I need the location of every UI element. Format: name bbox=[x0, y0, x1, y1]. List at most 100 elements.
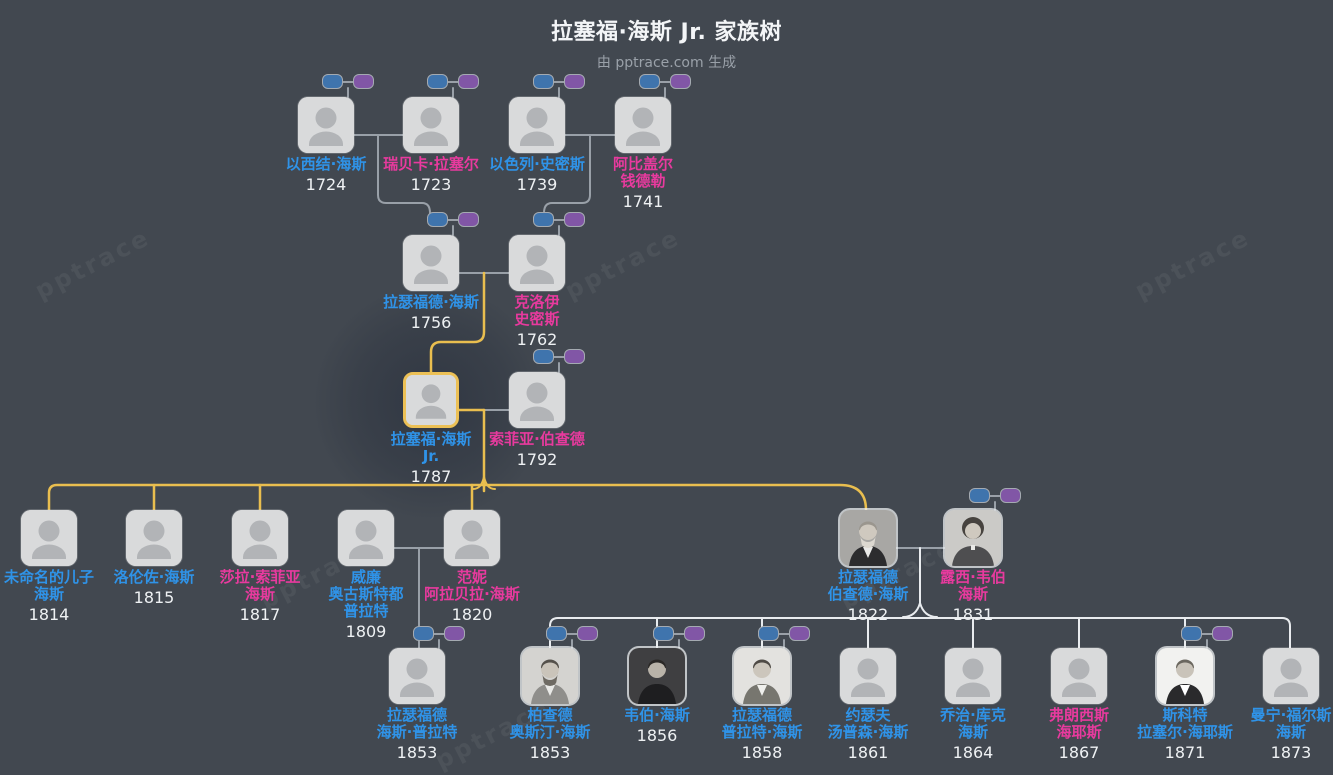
female-pill-icon[interactable] bbox=[444, 626, 465, 641]
male-pill-icon[interactable] bbox=[653, 626, 674, 641]
person-birth-year: 1853 bbox=[396, 743, 438, 762]
female-pill-icon[interactable] bbox=[1000, 488, 1021, 503]
collapsed-parents-pills-sophia-birchard bbox=[533, 349, 585, 365]
person-card-sarah-sophia-hayes[interactable] bbox=[232, 510, 288, 566]
male-pill-icon[interactable] bbox=[322, 74, 343, 89]
person-name-line: 未命名的儿子 bbox=[3, 568, 94, 586]
person-name-line: 以西结·海斯 bbox=[285, 155, 367, 173]
male-pill-icon[interactable] bbox=[639, 74, 660, 89]
person-name-line: 伯查德·海斯 bbox=[827, 585, 909, 603]
person-silhouette-icon bbox=[403, 235, 459, 291]
person-name-line: 韦伯·海斯 bbox=[624, 706, 690, 724]
person-card-ezekiel-hayes[interactable] bbox=[298, 97, 354, 153]
person-card-william-augustus-platt[interactable] bbox=[338, 510, 394, 566]
person-name-line: 露西·韦伯 bbox=[940, 568, 1006, 586]
person-silhouette-icon bbox=[1263, 648, 1319, 704]
person-card-fanny-arabella-hayes[interactable] bbox=[444, 510, 500, 566]
person-name-line: 拉瑟福德 bbox=[837, 568, 898, 586]
person-name-line: 海斯 bbox=[1275, 723, 1306, 741]
male-pill-icon[interactable] bbox=[413, 626, 434, 641]
person-name-line: 普拉特 bbox=[343, 602, 389, 620]
female-pill-icon[interactable] bbox=[564, 74, 585, 89]
person-card-scott-russell-hayes[interactable] bbox=[1157, 648, 1213, 704]
male-pill-icon[interactable] bbox=[533, 349, 554, 364]
person-name-line: 范妮 bbox=[456, 568, 487, 586]
female-pill-icon[interactable] bbox=[564, 349, 585, 364]
female-pill-icon[interactable] bbox=[353, 74, 374, 89]
person-card-rutherford-hayes-platt[interactable] bbox=[389, 648, 445, 704]
female-pill-icon[interactable] bbox=[1212, 626, 1233, 641]
male-pill-icon[interactable] bbox=[427, 74, 448, 89]
person-birth-year: 1856 bbox=[636, 726, 678, 745]
person-card-chloe-smith[interactable] bbox=[509, 235, 565, 291]
collapsed-parents-pills-rutherford-platt-hayes bbox=[758, 626, 810, 642]
female-pill-icon[interactable] bbox=[564, 212, 585, 227]
person-card-frances-hayes[interactable] bbox=[1051, 648, 1107, 704]
person-silhouette-icon bbox=[232, 510, 288, 566]
person-card-rutherford-b-hayes[interactable] bbox=[840, 510, 896, 566]
person-name-line: Jr. bbox=[422, 447, 440, 465]
male-pill-icon[interactable] bbox=[427, 212, 448, 227]
male-pill-icon[interactable] bbox=[969, 488, 990, 503]
male-pill-icon[interactable] bbox=[1181, 626, 1202, 641]
male-pill-icon[interactable] bbox=[533, 74, 554, 89]
male-pill-icon[interactable] bbox=[758, 626, 779, 641]
person-card-lorenzo-hayes[interactable] bbox=[126, 510, 182, 566]
person-silhouette-icon bbox=[509, 97, 565, 153]
person-card-lucy-webb-hayes[interactable] bbox=[945, 510, 1001, 566]
person-card-israel-smith[interactable] bbox=[509, 97, 565, 153]
portrait-photo bbox=[945, 510, 1001, 566]
person-birth-year: 1809 bbox=[345, 622, 387, 641]
person-name-line: 弗朗西斯 bbox=[1048, 706, 1109, 724]
portrait-photo bbox=[522, 648, 578, 704]
person-card-george-crook-hayes[interactable] bbox=[945, 648, 1001, 704]
person-birth-year: 1756 bbox=[410, 313, 452, 332]
person-silhouette-icon bbox=[509, 235, 565, 291]
male-pill-icon[interactable] bbox=[546, 626, 567, 641]
person-name-line: 奥古斯特都 bbox=[328, 585, 404, 603]
person-silhouette-icon bbox=[509, 372, 565, 428]
collapsed-parents-pills-webb-hayes bbox=[653, 626, 705, 642]
person-silhouette-icon bbox=[945, 648, 1001, 704]
person-card-rutherford-platt-hayes[interactable] bbox=[734, 648, 790, 704]
person-silhouette-icon bbox=[403, 97, 459, 153]
female-pill-icon[interactable] bbox=[684, 626, 705, 641]
female-pill-icon[interactable] bbox=[458, 212, 479, 227]
person-birth-year: 1858 bbox=[741, 743, 783, 762]
female-pill-icon[interactable] bbox=[789, 626, 810, 641]
portrait-photo bbox=[1157, 648, 1213, 704]
person-silhouette-icon bbox=[126, 510, 182, 566]
person-name-line: 莎拉·索菲亚 bbox=[219, 568, 301, 586]
person-card-rutherford-hayes-1756[interactable] bbox=[403, 235, 459, 291]
chart-subtitle: 由 pptrace.com 生成 bbox=[596, 55, 737, 71]
selected-person-card-rutherford-hayes-jr[interactable] bbox=[403, 372, 459, 428]
person-name-line: 洛伦佐·海斯 bbox=[113, 568, 195, 586]
person-card-webb-hayes[interactable] bbox=[629, 648, 685, 704]
person-name-line: 普拉特·海斯 bbox=[721, 723, 803, 741]
female-pill-icon[interactable] bbox=[577, 626, 598, 641]
person-silhouette-icon bbox=[298, 97, 354, 153]
collapsed-parents-pills-scott-russell-hayes bbox=[1181, 626, 1233, 642]
person-silhouette-icon bbox=[389, 648, 445, 704]
person-card-unnamed-son-hayes[interactable] bbox=[21, 510, 77, 566]
person-name-line: 海斯 bbox=[33, 585, 64, 603]
person-birth-year: 1864 bbox=[952, 743, 994, 762]
person-card-manning-force-hayes[interactable] bbox=[1263, 648, 1319, 704]
male-pill-icon[interactable] bbox=[533, 212, 554, 227]
person-card-joseph-thompson-hayes[interactable] bbox=[840, 648, 896, 704]
person-card-birchard-austin-hayes[interactable] bbox=[522, 648, 578, 704]
person-birth-year: 1871 bbox=[1164, 743, 1206, 762]
female-pill-icon[interactable] bbox=[458, 74, 479, 89]
person-card-rebecca-russell[interactable] bbox=[403, 97, 459, 153]
person-silhouette-icon bbox=[444, 510, 500, 566]
person-card-sophia-birchard[interactable] bbox=[509, 372, 565, 428]
person-birth-year: 1723 bbox=[410, 175, 452, 194]
female-pill-icon[interactable] bbox=[670, 74, 691, 89]
person-card-abigail-chandler[interactable] bbox=[615, 97, 671, 153]
